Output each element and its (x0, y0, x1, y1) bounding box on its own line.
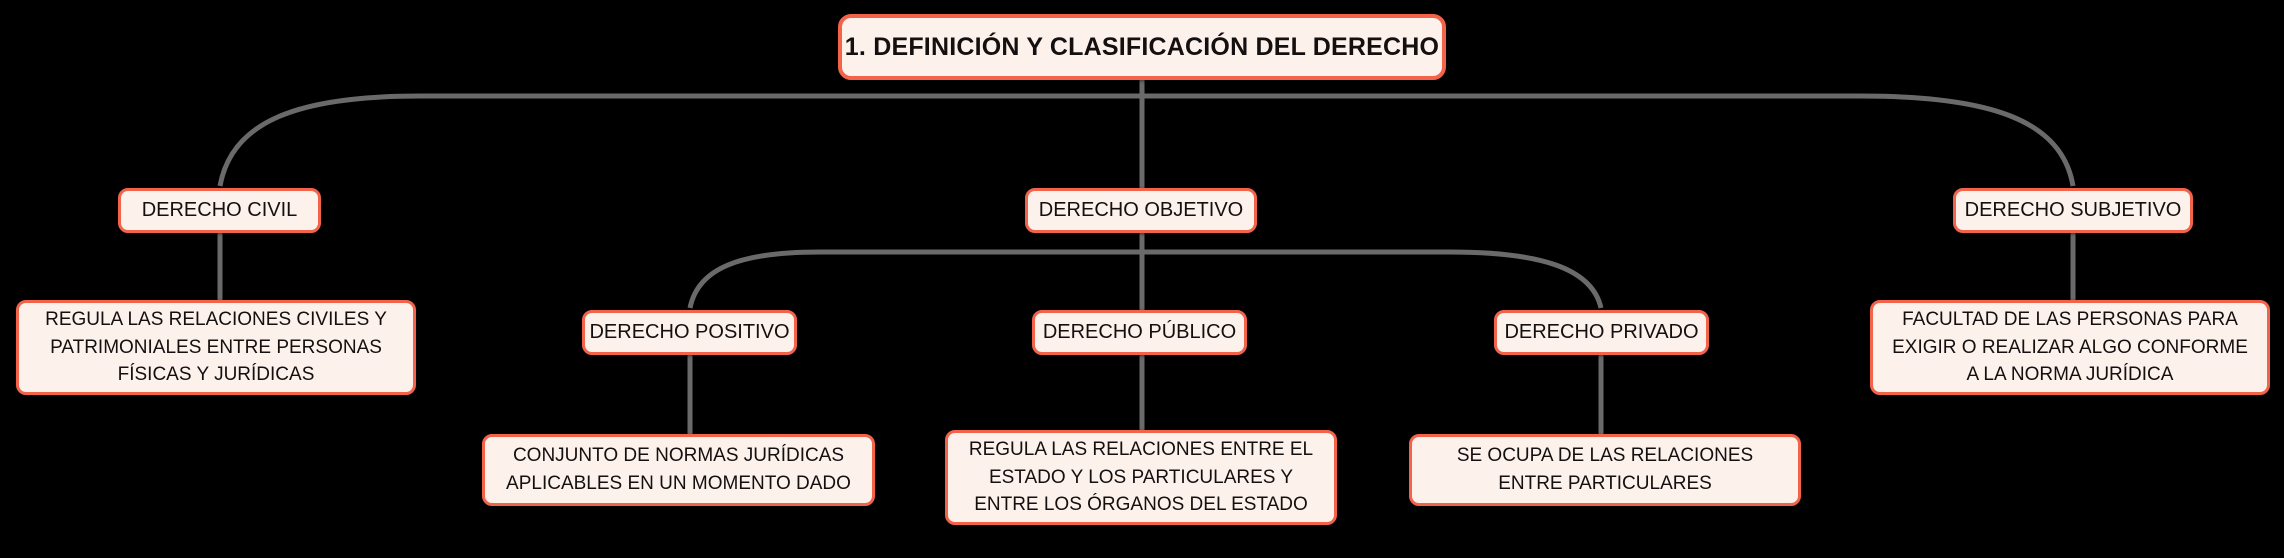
connector-objetivo-to-privado (1142, 249, 1604, 309)
node-derecho-subjetivo-description[interactable]: FACULTAD DE LAS PERSONAS PARA EXIGIR O R… (1870, 300, 2270, 395)
node-root-label: 1. DEFINICIÓN Y CLASIFICACIÓN DEL DERECH… (844, 32, 1440, 61)
connector-root-to-civil (217, 93, 1142, 187)
node-derecho-privado-label: DERECHO PRIVADO (1504, 321, 1699, 343)
node-derecho-positivo-description[interactable]: CONJUNTO DE NORMAS JURÍDICAS APLICABLES … (482, 434, 875, 506)
node-derecho-publico-label: DERECHO PÚBLICO (1042, 321, 1237, 343)
node-derecho-objetivo[interactable]: DERECHO OBJETIVO (1025, 188, 1257, 233)
node-derecho-objetivo-label: DERECHO OBJETIVO (1038, 199, 1244, 221)
node-derecho-privado-description-label: SE OCUPA DE LAS RELACIONES ENTRE PARTICU… (1456, 445, 1754, 494)
node-derecho-positivo-description-label: CONJUNTO DE NORMAS JURÍDICAS APLICABLES … (506, 445, 851, 494)
node-root[interactable]: 1. DEFINICIÓN Y CLASIFICACIÓN DEL DERECH… (838, 14, 1446, 80)
node-derecho-civil-label: DERECHO CIVIL (141, 199, 298, 221)
node-derecho-subjetivo[interactable]: DERECHO SUBJETIVO (1953, 188, 2193, 233)
connector-root-to-subjetivo (1142, 93, 2076, 187)
node-derecho-positivo[interactable]: DERECHO POSITIVO (582, 310, 797, 355)
node-derecho-civil-description-label: REGULA LAS RELACIONES CIVILES Y PATRIMON… (45, 309, 387, 386)
node-derecho-privado[interactable]: DERECHO PRIVADO (1494, 310, 1709, 355)
node-derecho-subjetivo-description-label: FACULTAD DE LAS PERSONAS PARA EXIGIR O R… (1892, 309, 2248, 386)
node-derecho-publico-description[interactable]: REGULA LAS RELACIONES ENTRE EL ESTADO Y … (945, 430, 1337, 525)
node-derecho-publico[interactable]: DERECHO PÚBLICO (1032, 310, 1247, 355)
node-derecho-privado-description[interactable]: SE OCUPA DE LAS RELACIONES ENTRE PARTICU… (1409, 434, 1801, 506)
node-derecho-civil[interactable]: DERECHO CIVIL (118, 188, 321, 233)
node-derecho-subjetivo-label: DERECHO SUBJETIVO (1964, 199, 2182, 221)
node-derecho-publico-description-label: REGULA LAS RELACIONES ENTRE EL ESTADO Y … (968, 439, 1314, 516)
node-derecho-positivo-label: DERECHO POSITIVO (589, 321, 790, 343)
node-derecho-civil-description[interactable]: REGULA LAS RELACIONES CIVILES Y PATRIMON… (16, 300, 416, 395)
connector-objetivo-to-positivo (687, 249, 1142, 309)
